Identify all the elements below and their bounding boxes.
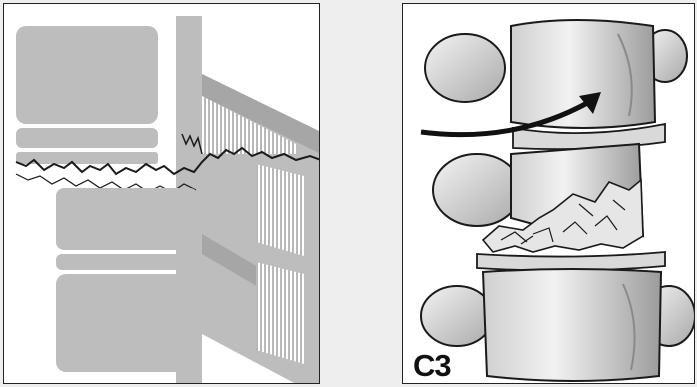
upper-vertebral-body (511, 20, 655, 128)
lower-vertebral-body (56, 274, 198, 372)
illustration-panel: C3 (402, 3, 695, 384)
middle-vertebral-body (56, 188, 198, 250)
schematic-panel (3, 3, 320, 384)
lower-left-process (421, 286, 493, 346)
upper-disc (16, 128, 158, 148)
spine-schematic-drawing (4, 4, 320, 384)
panel-label-c3: C3 (413, 350, 451, 381)
upper-vertebral-body (16, 26, 158, 124)
lower-hatched-facet (256, 164, 304, 256)
lower-disc (477, 252, 665, 271)
lower-disc (56, 254, 198, 270)
middle-process (433, 154, 521, 226)
upper-spinous-process (425, 34, 505, 102)
vertebra-fracture-illustration (403, 4, 695, 384)
bottom-hatched-facet (256, 262, 304, 364)
